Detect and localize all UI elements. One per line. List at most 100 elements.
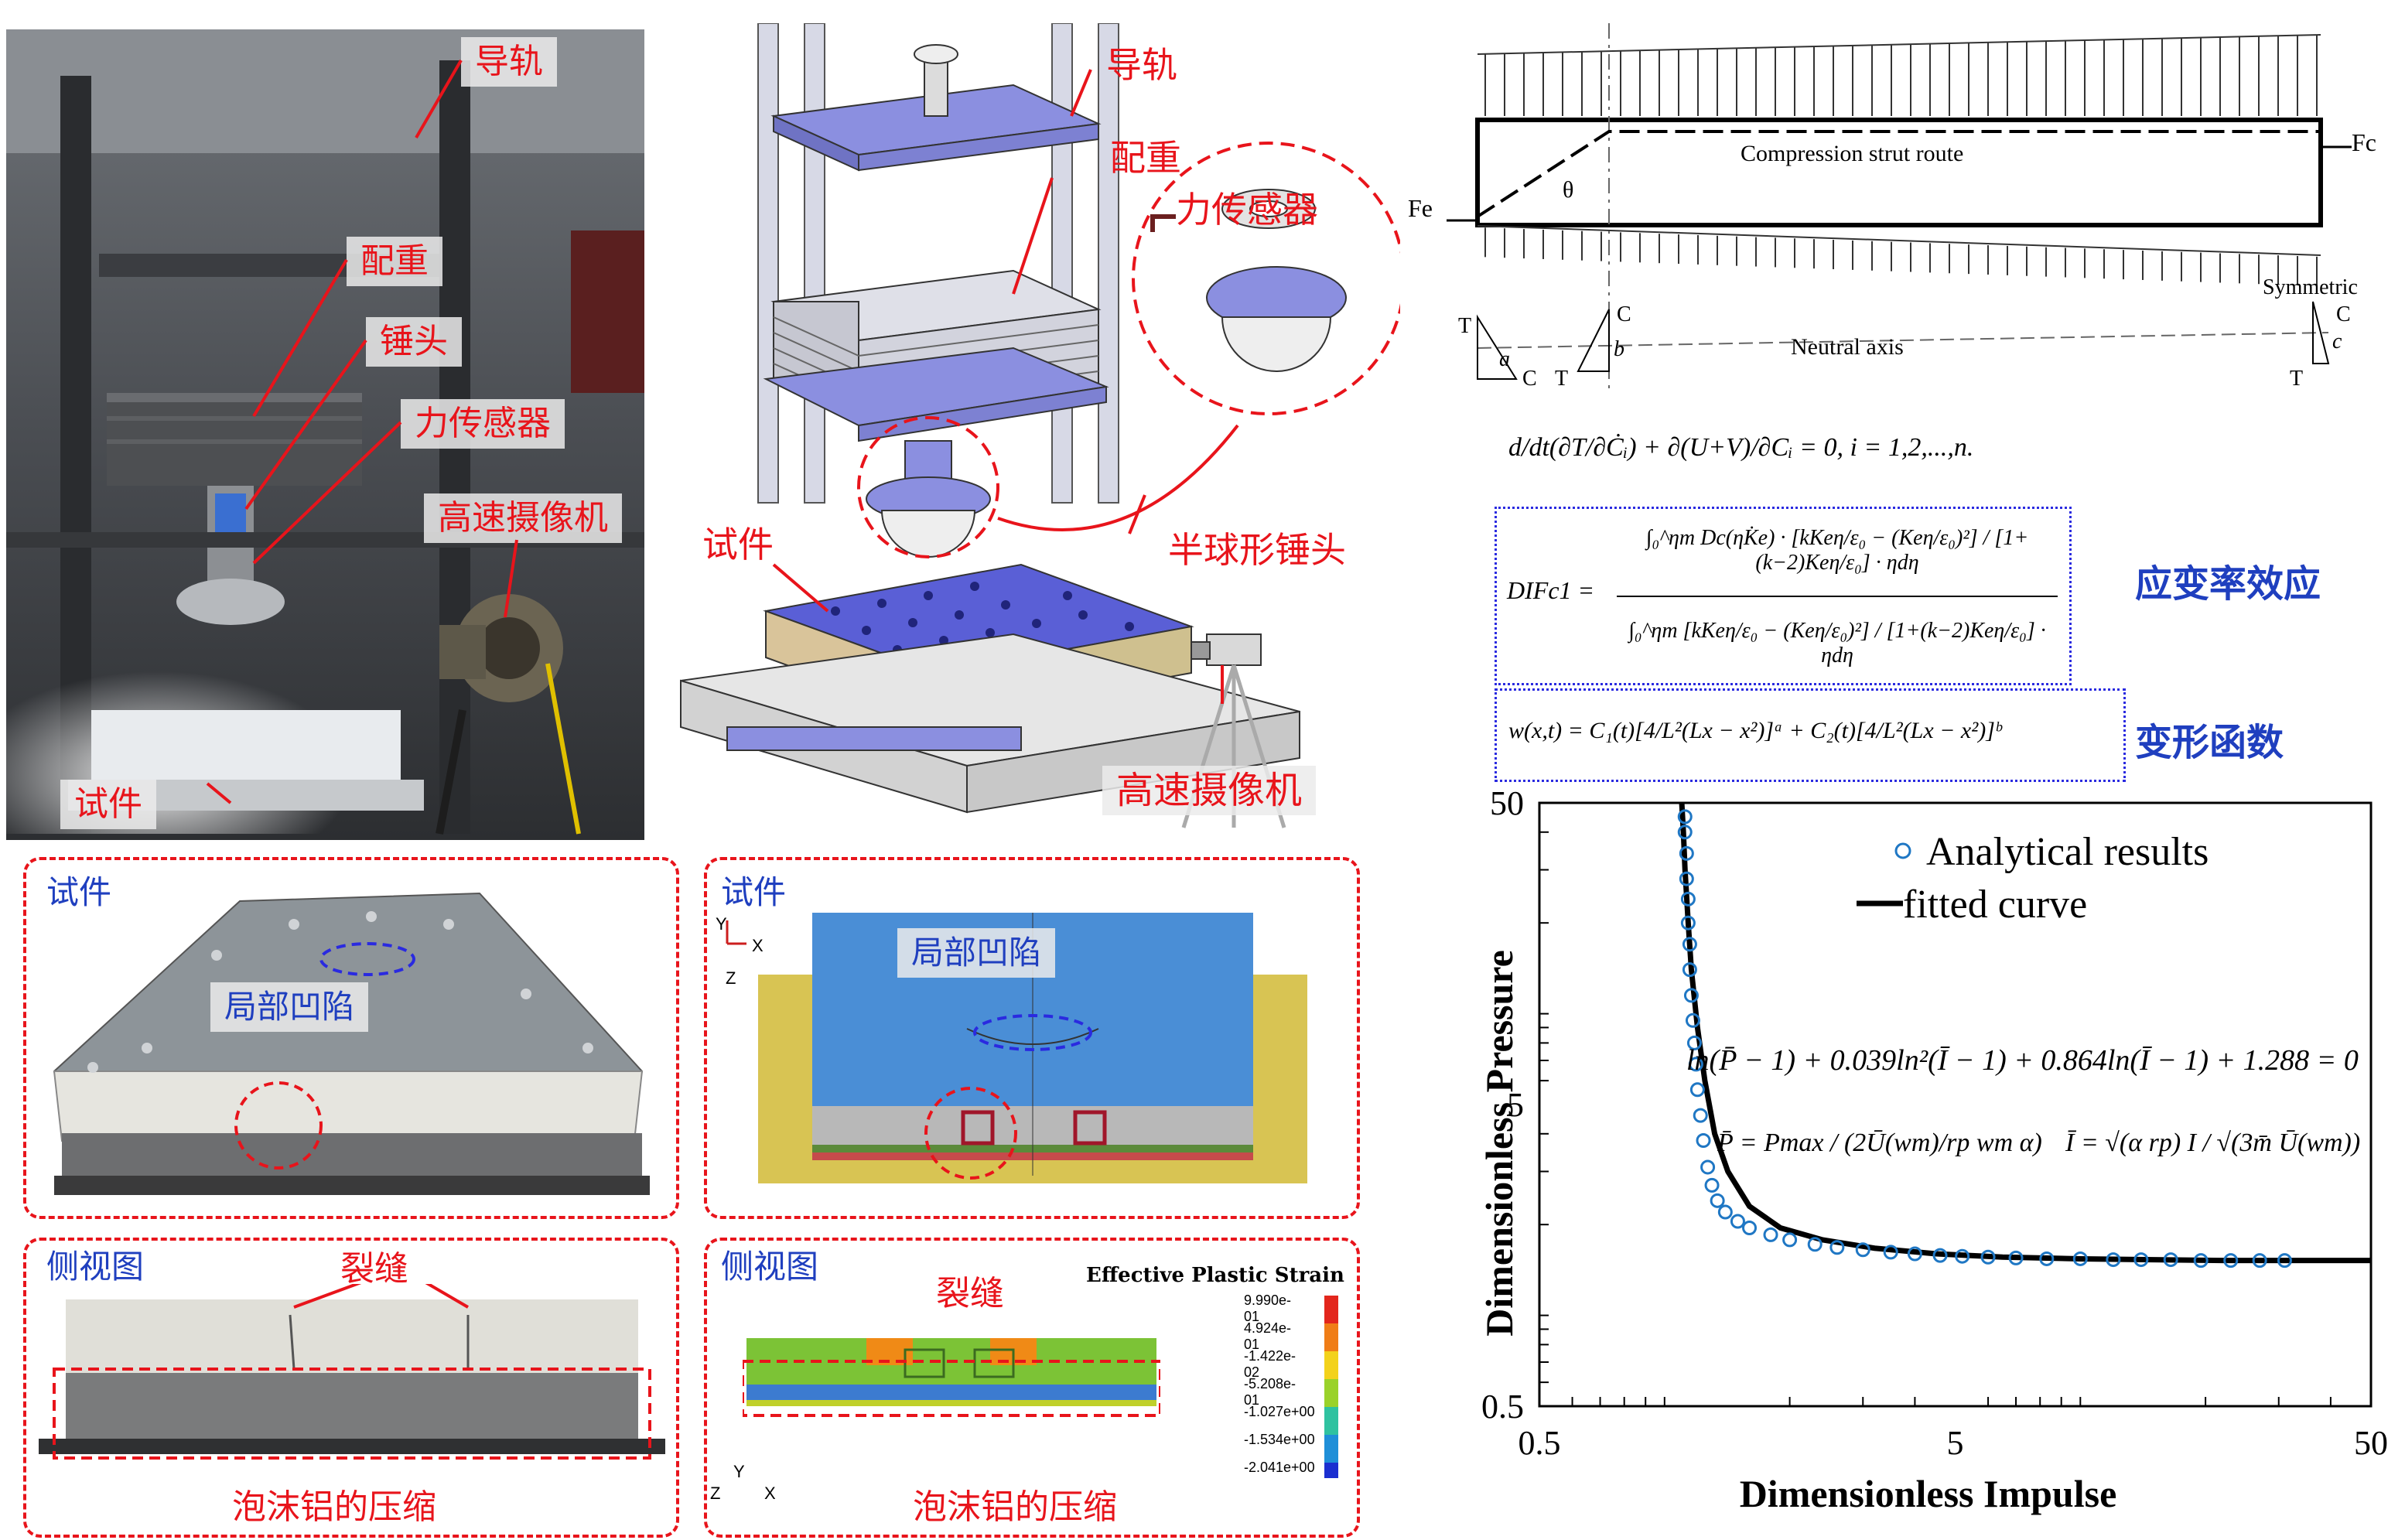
rig-label-guide: 导轨	[461, 37, 557, 87]
beam-c2: C	[1617, 302, 1631, 326]
side-fe-legend-title: Effective Plastic Strain	[1086, 1264, 1344, 1287]
fitted-curve-line	[1679, 802, 2371, 1264]
rig-label-weight: 配重	[347, 237, 442, 286]
analytical-point	[1932, 1248, 1948, 1263]
panel-side-photo	[23, 1238, 679, 1538]
analytical-point	[1980, 1249, 1996, 1265]
analytical-point	[1679, 845, 1694, 861]
rig-arrow-force-sensor	[252, 421, 402, 565]
analytical-point	[2008, 1250, 2024, 1265]
analytical-point	[1700, 1159, 1716, 1175]
beam-t3: T	[2290, 367, 2303, 391]
analytical-point	[1679, 871, 1694, 886]
beam-symmetric: Symmetric	[2263, 275, 2358, 299]
analytical-point	[2106, 1252, 2121, 1268]
rig-label-force-sensor: 力传感器	[401, 399, 565, 449]
beam-strut-label: Compression strut route	[1741, 141, 1963, 166]
fe-axis-z: Z	[726, 968, 736, 988]
panel-specimen-photo-title: 试件	[46, 873, 112, 911]
panel-specimen-photo	[23, 857, 679, 1219]
analytical-point	[1685, 1012, 1700, 1028]
analytical-point	[2223, 1253, 2239, 1269]
rig-label-specimen: 试件	[60, 780, 156, 829]
beam-b: b	[1614, 337, 1624, 361]
fe-legend-swatch-3	[1324, 1351, 1338, 1379]
y-tick-label: 0.5	[1481, 1388, 1524, 1426]
y-tick-label: 50	[1490, 789, 1524, 822]
side-fe-axis-x: X	[764, 1484, 776, 1503]
analytical-point	[2072, 1251, 2088, 1266]
side-fe-crack-label: 裂缝	[936, 1274, 1004, 1313]
analytical-point	[1855, 1242, 1870, 1258]
fe-legend-value-4: -5.208e-01	[1244, 1376, 1296, 1408]
analytical-point	[1693, 1108, 1708, 1123]
fe-legend-value-6: -1.534e+00	[1244, 1432, 1315, 1447]
analytical-point	[1682, 937, 1697, 952]
beam-t2: T	[1555, 367, 1568, 391]
legend-marker-analytical	[1894, 842, 1911, 859]
fe-legend-value-7: -2.041e+00	[1244, 1460, 1315, 1475]
fe-legend-swatch-5	[1324, 1407, 1338, 1435]
eq-dif-lhs: DIFc1 =	[1507, 576, 1595, 604]
fe-legend-swatch-6	[1324, 1435, 1338, 1463]
eq-deform: w(x,t) = C₁(t)[4/L²(Lx − x²)]ᵃ + C₂(t)[4…	[1508, 718, 2001, 743]
eq-dif-box	[1495, 507, 2072, 685]
specimen-photo-dent-label: 局部凹陷	[210, 982, 369, 1032]
beam-c3: C	[2336, 302, 2351, 326]
side-fe-axis-y: Y	[733, 1462, 745, 1481]
analytical-point	[1689, 1082, 1705, 1098]
deform-label: 变形函数	[2135, 721, 2284, 764]
schem-label-camera: 高速摄像机	[1102, 766, 1317, 815]
eq-dif-num: ∫₀^ηm Dc(ηK̇e) · [kKeη/ε₀ − (Keη/ε₀)²] /…	[1645, 526, 2029, 575]
analytical-point	[2252, 1253, 2267, 1269]
panel-side-fe	[704, 1238, 1360, 1538]
side-fe-compression-label: 泡沫铝的压缩	[913, 1487, 1117, 1527]
beam-c: c	[2332, 330, 2342, 353]
side-photo-compression-label: 泡沫铝的压缩	[232, 1487, 436, 1527]
rig-label-hammer: 锤头	[366, 317, 462, 367]
schem-label-specimen: 试件	[702, 524, 774, 565]
analytical-point	[1883, 1245, 1898, 1260]
analytical-point	[2193, 1253, 2209, 1269]
analytical-point	[1807, 1237, 1823, 1252]
panel-side-photo-title: 侧视图	[46, 1248, 145, 1286]
eq-lagrange: d/dt(∂T/∂Ċᵢ) + ∂(U+V)/∂Cᵢ = 0, i = 1,2,.…	[1508, 433, 1974, 462]
rig-arrow-hammer	[244, 339, 367, 510]
side-photo-crack-label: 裂缝	[340, 1249, 408, 1289]
fe-legend-swatch-2	[1324, 1323, 1338, 1351]
analytical-point	[1704, 1177, 1720, 1193]
side-photo-drawing	[39, 1284, 665, 1460]
legend-label-analytical: Analytical results	[1926, 830, 2209, 874]
rig-arrow-weight	[252, 258, 348, 418]
beam-t1: T	[1458, 314, 1471, 338]
panel-specimen-fe-title: 试件	[721, 873, 787, 911]
rig-schematic-drawing	[680, 22, 1406, 828]
side-fe-drawing	[743, 1338, 1160, 1417]
schem-label-force-sensor: 力传感器	[1176, 189, 1318, 230]
chart-ylabel: Dimensionless Pressure	[1478, 950, 1521, 1337]
schem-label-guide: 导轨	[1106, 44, 1177, 86]
i-definition: Ī = √(α rp) I / √(3m̄ Ū(wm))	[2065, 1129, 2360, 1157]
analytical-point	[1763, 1227, 1778, 1242]
fe-legend-swatch-7	[1324, 1463, 1338, 1478]
specimen-fe-dent-label: 局部凹陷	[897, 928, 1056, 978]
analytical-point	[2133, 1252, 2149, 1268]
beam-fc: Fc	[2352, 128, 2376, 156]
analytical-point	[1907, 1246, 1922, 1262]
analytical-point	[1680, 915, 1696, 930]
side-fe-axis-z: Z	[710, 1484, 721, 1503]
fe-legend-swatch-4	[1324, 1379, 1338, 1407]
analytical-point	[1717, 1204, 1733, 1220]
analytical-point	[1829, 1240, 1845, 1255]
rig-arrows	[206, 59, 518, 804]
analytical-point	[1680, 891, 1696, 907]
beam-theta: θ	[1563, 177, 1573, 203]
analytical-point	[1782, 1232, 1798, 1248]
rig-arrow-specimen	[206, 782, 232, 804]
analytical-point	[1955, 1248, 1970, 1264]
analytical-point	[1730, 1214, 1745, 1229]
fe-legend-swatch-1	[1324, 1296, 1338, 1323]
plot-frame	[1538, 801, 2373, 1408]
fe-legend-value-2: 4.924e-01	[1244, 1320, 1292, 1352]
